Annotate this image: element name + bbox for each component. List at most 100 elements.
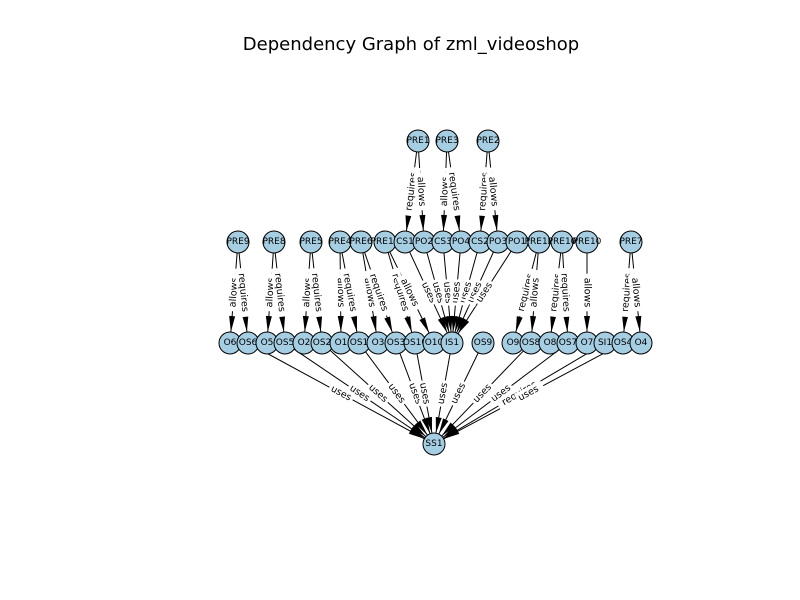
arrowhead-pre3-po4: [454, 214, 461, 232]
svg-text:PRE3: PRE3: [435, 136, 458, 146]
graph-title: Dependency Graph of zml_videoshop: [242, 34, 580, 55]
node-o9[interactable]: O9: [501, 331, 525, 355]
svg-text:OS10: OS10: [403, 338, 428, 348]
arrowhead-po1-is1: [457, 318, 470, 334]
node-o8[interactable]: O8: [538, 331, 562, 355]
arrowhead-pre2-cs2: [479, 214, 486, 232]
svg-text:PRE10: PRE10: [573, 237, 602, 247]
svg-text:uses: uses: [417, 382, 432, 405]
svg-text:PO4: PO4: [452, 237, 471, 247]
svg-text:O2: O2: [298, 338, 311, 348]
svg-text:O9: O9: [507, 338, 520, 348]
node-pre10[interactable]: PRE10: [548, 230, 577, 254]
node-os6[interactable]: OS6: [236, 331, 260, 355]
svg-text:PO1: PO1: [508, 237, 526, 247]
arrowhead-pre5-os2: [316, 315, 323, 333]
node-os9[interactable]: OS9: [471, 331, 495, 355]
svg-text:PRE4: PRE4: [328, 237, 351, 247]
svg-text:uses: uses: [436, 382, 451, 405]
node-pre10-2[interactable]: PRE10: [573, 230, 602, 254]
arrowhead-pre1-cs1: [405, 214, 412, 232]
arrowhead-pre3-cs3: [441, 214, 448, 232]
svg-text:requires: requires: [446, 172, 462, 212]
node-os2[interactable]: OS2: [310, 331, 334, 355]
arrowhead-pre1-po2: [419, 214, 426, 232]
svg-text:OS4: OS4: [614, 338, 633, 348]
node-pre4[interactable]: PRE4: [328, 230, 352, 254]
edge-label-pre5-os2: requires: [307, 267, 326, 318]
svg-text:PRE5: PRE5: [299, 237, 322, 247]
node-po1[interactable]: PO1: [505, 230, 529, 254]
node-po4[interactable]: PO4: [449, 230, 473, 254]
svg-text:allows: allows: [486, 176, 500, 207]
svg-text:OS8: OS8: [522, 338, 541, 348]
node-pre1[interactable]: PRE1: [406, 129, 430, 153]
node-ss1[interactable]: SS1: [422, 432, 446, 456]
node-pre9[interactable]: PRE9: [226, 230, 250, 254]
arrowhead-pre6-os3: [384, 316, 393, 333]
svg-text:OS9: OS9: [474, 338, 493, 348]
svg-text:requires: requires: [309, 273, 324, 313]
arrowhead-pre4-os1: [351, 315, 357, 333]
arrowhead-pre8-os5: [279, 315, 286, 333]
edge-label-pre8-os5: requires: [270, 267, 289, 318]
arrowhead-os4-ss1: [443, 428, 460, 439]
arrowhead-pre10-o8: [550, 315, 557, 333]
arrowhead-os5-ss1: [409, 426, 425, 438]
arrowhead-pre11-os10: [404, 316, 412, 333]
node-o4[interactable]: O4: [629, 331, 653, 355]
arrowhead-pre2-po3: [492, 214, 499, 232]
svg-text:allows: allows: [629, 277, 643, 308]
svg-text:PRE8: PRE8: [262, 237, 285, 247]
svg-text:PRE6: PRE6: [349, 237, 372, 247]
arrowhead-os3-ss1: [421, 417, 431, 434]
svg-text:OS6: OS6: [239, 338, 258, 348]
edge-label-pre10-o7: allows: [581, 273, 593, 312]
arrowhead-pre4-o1: [337, 315, 344, 333]
edge-label-pre12-os8: allows: [527, 273, 543, 312]
node-cs2[interactable]: CS2: [468, 230, 492, 254]
arrowhead-pre8-o5: [265, 315, 272, 333]
arrowhead-cs1-is1: [437, 317, 448, 334]
node-o10[interactable]: O10: [422, 331, 446, 355]
node-is1[interactable]: IS1: [440, 331, 464, 355]
arrowhead-pre5-o2: [302, 315, 309, 333]
node-pre3[interactable]: PRE3: [435, 129, 459, 153]
svg-text:allows: allows: [335, 278, 346, 308]
arrowhead-os8-ss1: [441, 422, 455, 437]
svg-text:PRE12: PRE12: [525, 237, 554, 247]
edge-label-pre3-po4: requires: [444, 166, 464, 217]
node-pre2[interactable]: PRE2: [476, 129, 500, 153]
svg-text:PRE7: PRE7: [619, 237, 642, 247]
svg-text:O3: O3: [372, 338, 385, 348]
svg-text:O5: O5: [261, 338, 274, 348]
edge-label-os10-ss1: uses: [416, 379, 433, 408]
edge-label-is1-ss1: uses: [434, 379, 452, 408]
arrowhead-os10-ss1: [426, 416, 432, 434]
node-pre5[interactable]: PRE5: [299, 230, 323, 254]
arrowhead-pre7-o4: [635, 315, 642, 333]
svg-text:CS1: CS1: [396, 237, 414, 247]
node-pre7[interactable]: PRE7: [619, 230, 643, 254]
arrowhead-os1-ss1: [415, 420, 428, 436]
svg-text:IS1: IS1: [445, 338, 459, 348]
edge-label-pre7-o4: allows: [628, 273, 644, 312]
svg-text:O4: O4: [635, 338, 648, 348]
svg-text:requires: requires: [236, 273, 251, 313]
node-pre8[interactable]: PRE8: [262, 230, 286, 254]
node-pre12[interactable]: PRE12: [525, 230, 554, 254]
svg-text:SS1: SS1: [425, 439, 442, 449]
edge-label-pre2-po3: allows: [485, 172, 501, 211]
edge-label-pre10-os7: requires: [557, 267, 573, 318]
svg-text:PRE2: PRE2: [476, 136, 499, 146]
svg-text:OS3: OS3: [387, 338, 406, 348]
arrowhead-cs3-is1: [446, 315, 453, 333]
svg-text:OS2: OS2: [313, 338, 332, 348]
node-pre6[interactable]: PRE6: [349, 230, 373, 254]
svg-text:allows: allows: [528, 277, 541, 307]
svg-text:uses: uses: [449, 381, 468, 405]
arrowhead-pre9-o6: [229, 315, 236, 333]
svg-text:OS5: OS5: [276, 338, 295, 348]
svg-text:SI1: SI1: [598, 338, 612, 348]
